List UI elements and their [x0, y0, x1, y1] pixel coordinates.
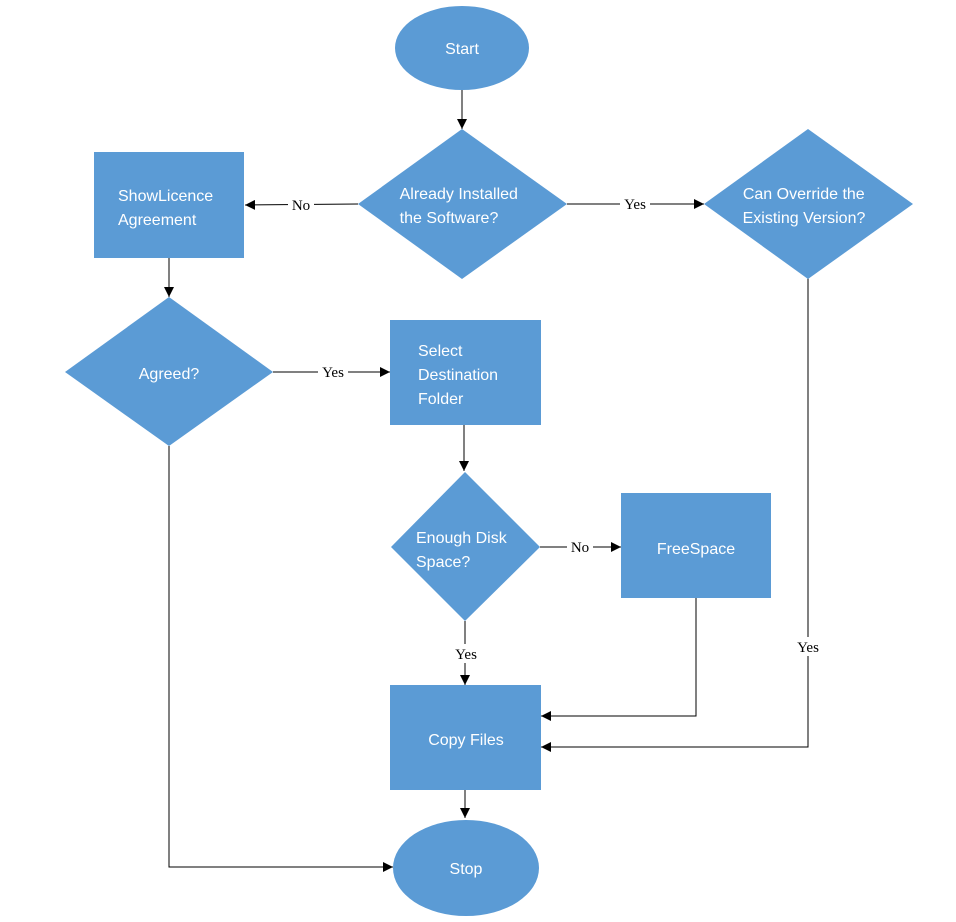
edge-label-bg [620, 194, 650, 213]
node-start: Start [395, 6, 529, 90]
edge-label-bg [567, 537, 593, 556]
node-select-folder: Select Destination Folder [390, 320, 541, 425]
process-rect [390, 685, 541, 790]
edge-line [168, 446, 393, 872]
edge-installed-no: No [244, 195, 359, 214]
edge-label-yes: Yes [797, 640, 819, 656]
nodes: Start Already Installed the Software? Ca… [65, 6, 913, 916]
node-label: Start [445, 41, 479, 58]
node-label: Already Installed the Software? [400, 186, 523, 227]
edge-label-bg [288, 195, 314, 214]
node-free-space: FreeSpace [621, 493, 771, 598]
node-label: Can Override the Existing Version? [743, 186, 870, 227]
node-label: Enough Disk Space? [416, 530, 511, 571]
node-can-override: Can Override the Existing Version? [704, 129, 913, 279]
node-label: Stop [450, 861, 483, 878]
edge-agreed-to-stop [168, 446, 393, 872]
process-rect [390, 320, 541, 425]
decision-diamond [65, 297, 273, 446]
edge-label-no: No [571, 540, 589, 556]
node-label: Agreed? [139, 366, 200, 383]
edge-line [541, 278, 809, 752]
start-ellipse [395, 6, 529, 90]
edge-agreed-yes: Yes [273, 362, 390, 381]
edges: No Yes Yes No Yes [164, 90, 824, 872]
node-copy-files: Copy Files [390, 685, 541, 790]
edge-label-yes: Yes [624, 197, 646, 213]
edge-label-bg [792, 637, 824, 656]
edge-label-no: No [292, 198, 310, 214]
process-rect [621, 493, 771, 598]
node-already-installed: Already Installed the Software? [358, 129, 567, 279]
node-label: ShowLicence Agreement [118, 188, 218, 229]
process-rect [94, 152, 244, 258]
edge-override-yes: Yes [541, 278, 824, 752]
node-label: FreeSpace [657, 541, 735, 558]
edge-label-yes: Yes [455, 647, 477, 663]
decision-diamond [704, 129, 913, 279]
node-enough-disk: Enough Disk Space? [391, 472, 540, 621]
node-stop: Stop [393, 820, 539, 916]
decision-diamond [391, 472, 540, 621]
edge-disk-no: No [540, 537, 621, 556]
edge-installed-yes: Yes [567, 194, 704, 213]
node-label: Select Destination Folder [418, 343, 503, 408]
stop-ellipse [393, 820, 539, 916]
edge-disk-yes: Yes [450, 621, 482, 685]
edge-label-yes: Yes [322, 365, 344, 381]
decision-diamond [358, 129, 567, 279]
node-label: Copy Files [428, 732, 504, 749]
edge-label-bg [450, 644, 482, 663]
edge-freespace-to-copy [541, 598, 697, 721]
node-agreed: Agreed? [65, 297, 273, 446]
edge-line [541, 598, 697, 721]
edge-label-bg [318, 362, 348, 381]
node-show-licence: ShowLicence Agreement [94, 152, 244, 258]
